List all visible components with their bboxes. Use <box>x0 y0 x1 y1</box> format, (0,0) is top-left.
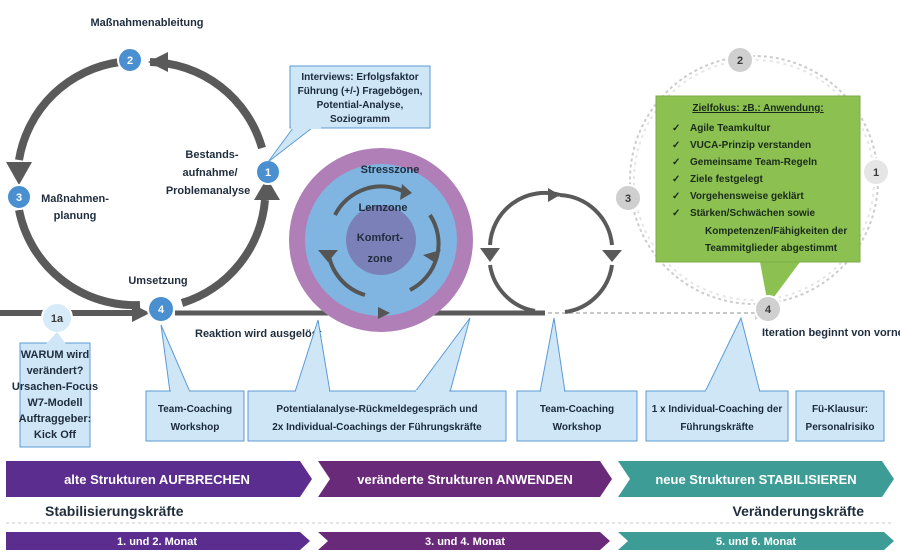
svg-text:Personalrisiko: Personalrisiko <box>806 422 875 433</box>
month-label-1: 1. und 2. Monat <box>117 536 197 548</box>
svg-text:Soziogramm: Soziogramm <box>330 114 390 125</box>
svg-text:1a: 1a <box>51 313 64 325</box>
label-komfortzone-2: zone <box>367 253 392 265</box>
phase-label-aufbrechen: alte Strukturen AUFBRECHEN <box>64 472 250 487</box>
svg-text:Führungskräfte: Führungskräfte <box>680 422 754 433</box>
svg-text:1 x Individual-Coaching der: 1 x Individual-Coaching der <box>652 404 783 415</box>
label-stresszone: Stresszone <box>361 164 420 176</box>
label-bestandsaufnahme-1: Bestands- <box>185 149 239 161</box>
svg-text:2x Individual-Coachings der Fü: 2x Individual-Coachings der Führungskräf… <box>272 422 482 433</box>
label-bestandsaufnahme-3: Problemanalyse <box>166 185 250 197</box>
callout-potentialanalyse: Potentialanalyse-Rückmeldegespräch und 2… <box>247 317 507 442</box>
svg-text:verändert?: verändert? <box>27 365 84 377</box>
callout-individual-coaching: 1 x Individual-Coaching der Führungskräf… <box>645 316 789 442</box>
label-reaktion: Reaktion wird ausgelöst <box>195 328 322 340</box>
phase-arrows: alte Strukturen AUFBRECHEN veränderte St… <box>6 461 894 497</box>
svg-text:4: 4 <box>158 304 165 316</box>
svg-text:W7-Modell: W7-Modell <box>28 397 83 409</box>
month-bars: 1. und 2. Monat 3. und 4. Monat 5. und 6… <box>6 522 894 550</box>
label-umsetzung: Umsetzung <box>128 275 187 287</box>
svg-text:Workshop: Workshop <box>171 422 220 433</box>
svg-text:3: 3 <box>625 193 631 205</box>
left-node-2: 2 <box>117 47 143 73</box>
svg-text:4: 4 <box>765 304 772 316</box>
callout-klausur: Fü-Klausur: Personalrisiko <box>795 390 885 442</box>
right-node-3: 3 <box>614 184 642 212</box>
svg-text:Teammitglieder abgestimmt: Teammitglieder abgestimmt <box>705 243 838 254</box>
svg-text:Team-Coaching: Team-Coaching <box>158 404 232 415</box>
svg-text:✓: ✓ <box>672 174 680 185</box>
label-iteration: Iteration beginnt von vorne <box>762 327 900 339</box>
svg-text:Team-Coaching: Team-Coaching <box>540 404 614 415</box>
svg-text:2: 2 <box>127 55 133 67</box>
label-massnahmenplanung-2: planung <box>54 210 97 222</box>
label-massnahmenableitung: Maßnahmenableitung <box>90 17 203 29</box>
left-node-3: 3 <box>6 184 32 210</box>
left-node-1: 1 <box>255 159 281 185</box>
callout-team-coaching-1: Team-Coaching Workshop <box>145 324 245 442</box>
svg-text:Interviews: Erfolgsfaktor: Interviews: Erfolgsfaktor <box>301 72 418 83</box>
svg-text:2: 2 <box>737 55 743 67</box>
svg-text:1: 1 <box>873 167 879 179</box>
svg-text:✓: ✓ <box>672 191 680 202</box>
left-cycle <box>6 52 280 310</box>
right-node-1: 1 <box>862 158 890 186</box>
svg-text:✓: ✓ <box>672 123 680 134</box>
zielfokus-title: Zielfokus: zB.: Anwendung: <box>692 103 823 114</box>
svg-text:Potentialanalyse-Rückmeldegesp: Potentialanalyse-Rückmeldegespräch und <box>276 404 477 415</box>
svg-text:WARUM wird: WARUM wird <box>21 349 89 361</box>
left-node-4: 4 <box>147 295 175 323</box>
label-lernzone: Lernzone <box>359 202 408 214</box>
month-label-3: 5. und 6. Monat <box>716 536 796 548</box>
label-massnahmenplanung-1: Maßnahmen- <box>41 193 109 205</box>
svg-text:Agile Teamkultur: Agile Teamkultur <box>690 123 770 134</box>
middle-cycle <box>480 188 622 314</box>
right-node-4: 4 <box>754 295 782 323</box>
svg-text:Kompetenzen/Fähigkeiten der: Kompetenzen/Fähigkeiten der <box>705 226 847 237</box>
zielfokus-items: ✓ Agile Teamkultur ✓ VUCA-Prinzip versta… <box>672 123 847 254</box>
node-1a: 1a <box>41 302 73 334</box>
callout-team-coaching-2: Team-Coaching Workshop <box>516 317 638 442</box>
label-veraenderungskraefte: Veränderungskräfte <box>733 503 865 519</box>
phase-label-stabilisieren: neue Strukturen STABILISIEREN <box>655 472 856 487</box>
svg-text:Auftraggeber:: Auftraggeber: <box>19 413 92 425</box>
svg-text:Potential-Analyse,: Potential-Analyse, <box>317 100 404 111</box>
svg-text:✓: ✓ <box>672 140 680 151</box>
month-label-2: 3. und 4. Monat <box>425 536 505 548</box>
svg-text:Workshop: Workshop <box>553 422 602 433</box>
callout-warum: WARUM wird verändert? Ursachen-Focus W7-… <box>12 332 98 448</box>
callout-interviews: Interviews: Erfolgsfaktor Führung (+/-) … <box>267 65 431 163</box>
svg-text:Gemeinsame Team-Regeln: Gemeinsame Team-Regeln <box>690 157 817 168</box>
svg-text:1: 1 <box>265 167 271 179</box>
label-komfortzone-1: Komfort- <box>357 232 404 244</box>
svg-text:Kick Off: Kick Off <box>34 429 77 441</box>
svg-text:Fü-Klausur:: Fü-Klausur: <box>812 404 868 415</box>
svg-text:Ziele festgelegt: Ziele festgelegt <box>690 174 763 185</box>
svg-text:Führung (+/-) Fragebögen,: Führung (+/-) Fragebögen, <box>298 86 423 97</box>
zielfokus-box: Zielfokus: zB.: Anwendung: ✓ Agile Teamk… <box>655 95 861 305</box>
svg-text:Vorgehensweise geklärt: Vorgehensweise geklärt <box>690 191 804 202</box>
comfort-zones: Stresszone Lernzone Komfort- zone <box>289 148 473 332</box>
svg-text:VUCA-Prinzip verstanden: VUCA-Prinzip verstanden <box>690 140 811 151</box>
svg-text:Ursachen-Focus: Ursachen-Focus <box>12 381 98 393</box>
phase-label-anwenden: veränderte Strukturen ANWENDEN <box>357 472 573 487</box>
svg-text:✓: ✓ <box>672 208 680 219</box>
svg-text:3: 3 <box>16 192 22 204</box>
svg-text:✓: ✓ <box>672 157 680 168</box>
label-stabilisierungskraefte: Stabilisierungskräfte <box>45 503 184 519</box>
label-bestandsaufnahme-2: aufnahme/ <box>182 167 237 179</box>
right-node-2: 2 <box>726 46 754 74</box>
svg-text:Stärken/Schwächen sowie: Stärken/Schwächen sowie <box>690 208 815 219</box>
